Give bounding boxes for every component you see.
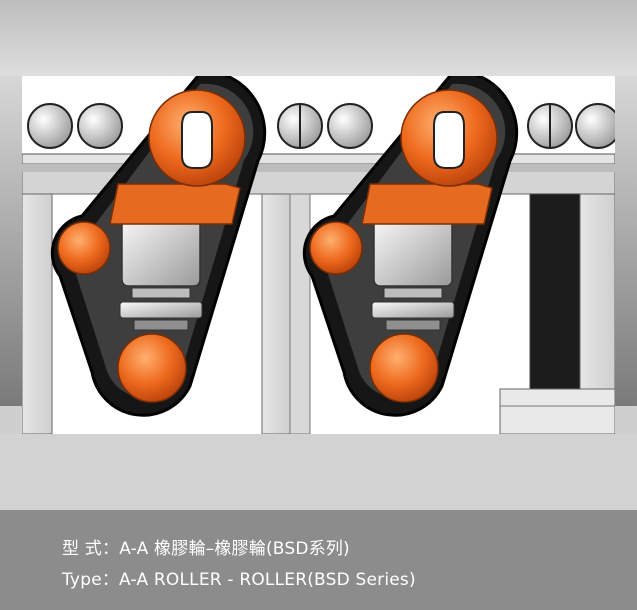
caption-type-chinese: 型 式：A-A 橡膠輪–橡膠輪(BSD系列): [62, 539, 350, 559]
left-gradient-edge: [0, 76, 22, 406]
left-roller: [57, 221, 111, 275]
caption-type-english: Type：A-A ROLLER - ROLLER(BSD Series): [62, 570, 416, 590]
bearing-block: [373, 215, 453, 287]
roller-unit-left: [50, 76, 267, 417]
frame-structure: [22, 153, 615, 434]
bottom-roller: [369, 333, 439, 403]
top-background-band: [0, 0, 637, 76]
mid-background-band: [0, 434, 637, 510]
roller-unit-right: [302, 76, 519, 417]
orange-bracket: [109, 183, 241, 225]
left-roller: [309, 221, 363, 275]
caption-panel: 型 式：A-A 橡膠輪–橡膠輪(BSD系列) Type：A-A ROLLER -…: [0, 510, 637, 610]
bottom-roller: [117, 333, 187, 403]
bearing-block: [121, 215, 201, 287]
conveyor-balls: [27, 103, 615, 149]
orange-bracket: [361, 183, 493, 225]
right-gradient-edge: [615, 76, 637, 406]
roller-assembly-illustration: [22, 76, 615, 434]
